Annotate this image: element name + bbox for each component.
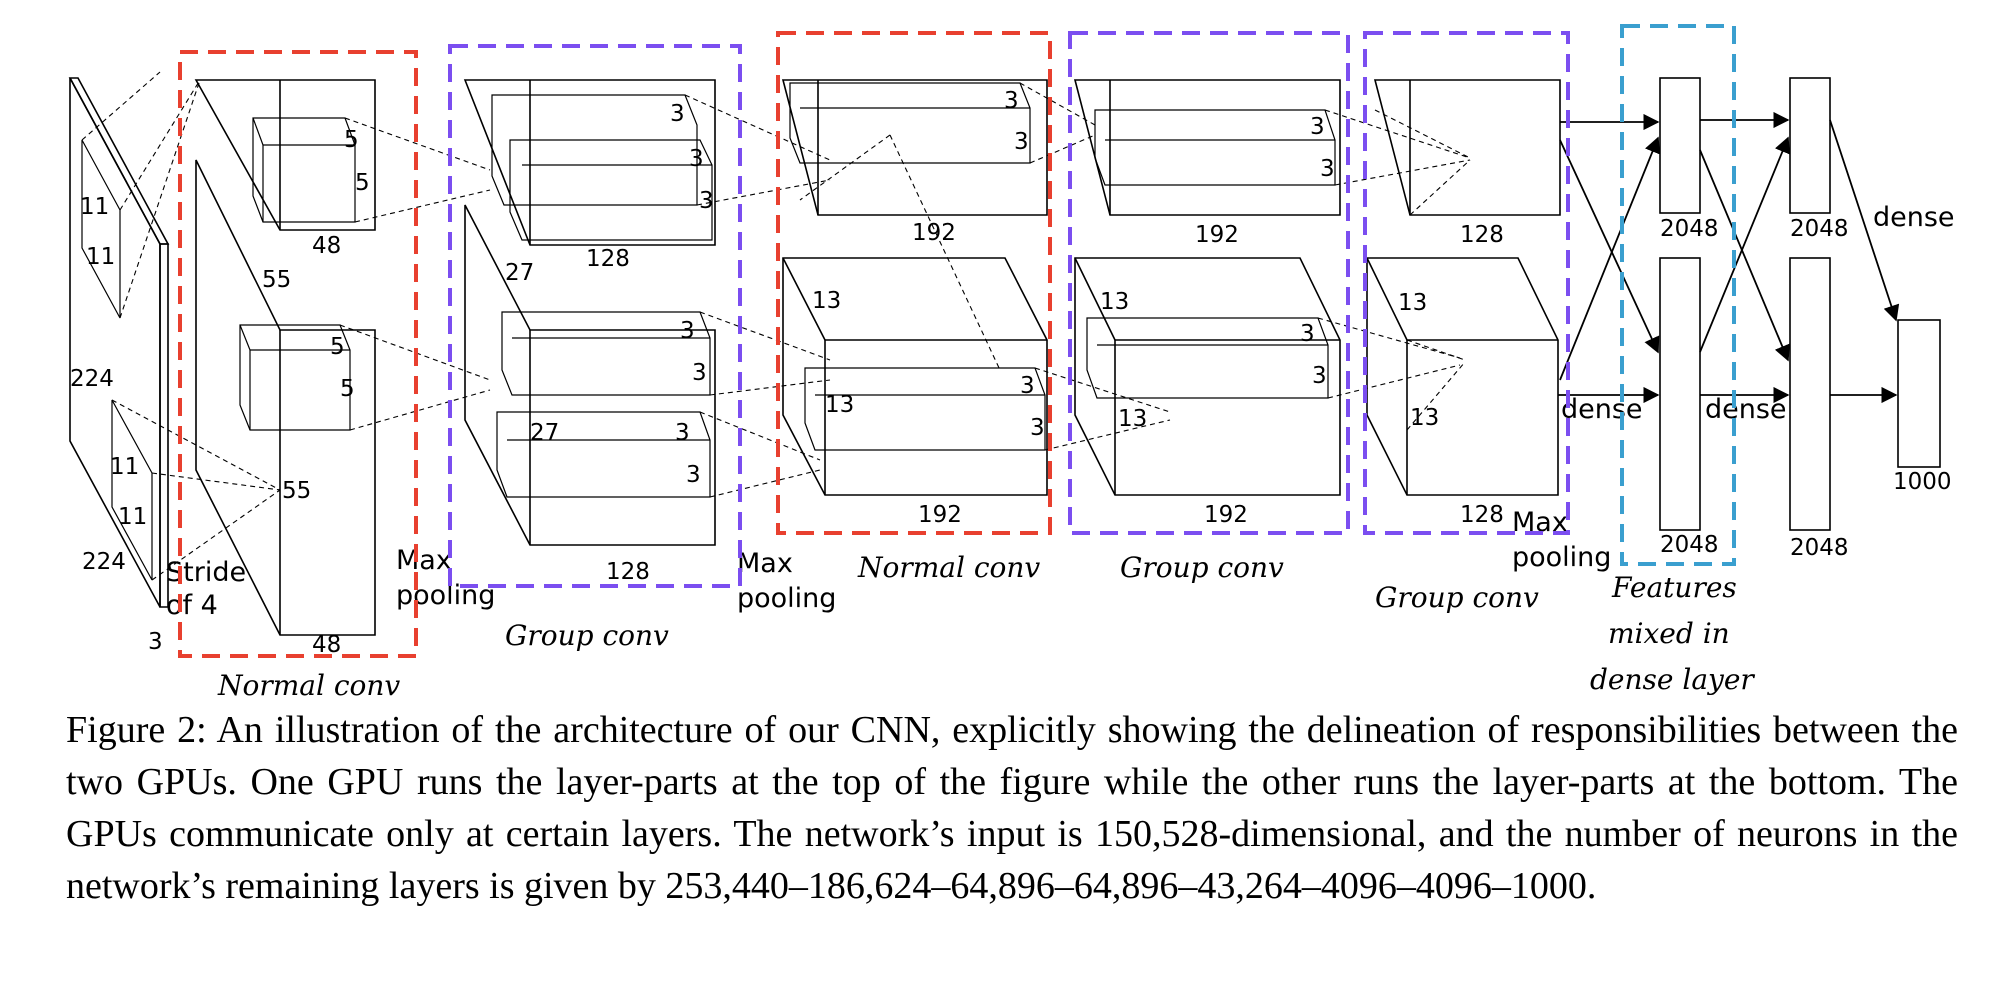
conv3-kernel-label: 3 — [1020, 373, 1035, 399]
conv3-depth-label: 192 — [912, 220, 956, 246]
normal-conv-box — [776, 31, 1052, 535]
conv5-depth-label: 128 — [1460, 502, 1504, 528]
fc2-size-label: 2048 — [1790, 216, 1849, 242]
conv1-kernel-label: 5 — [355, 170, 370, 196]
normal-conv-caption: Normal conv — [217, 669, 400, 700]
figure-caption: Figure 2: An illustration of the archite… — [66, 709, 1958, 907]
features-mixed-caption: mixed in — [1608, 617, 1730, 650]
features-mixed-box — [1620, 24, 1736, 566]
features-mixed-caption: dense layer — [1590, 663, 1755, 696]
max-pooling-label: Max — [396, 545, 452, 576]
dense-label: dense — [1561, 394, 1643, 425]
features-mixed-caption: Features — [1611, 571, 1737, 604]
conv4-volume — [1073, 79, 1471, 496]
conv2-depth-label: 128 — [586, 246, 630, 272]
conv1-kernel-label: 5 — [330, 334, 345, 360]
conv2-kernel-label: 3 — [689, 146, 704, 172]
conv4-depth-label: 192 — [1204, 502, 1248, 528]
conv3-kernel-label: 3 — [1030, 415, 1045, 441]
fc1-size-label: 2048 — [1660, 532, 1719, 558]
conv2-size-label: 27 — [530, 420, 559, 446]
conv2-depth-label: 128 — [606, 559, 650, 585]
conv1-volume — [194, 79, 491, 636]
conv3-depth-label: 192 — [918, 502, 962, 528]
input-kernel-width-label: 11 — [118, 504, 147, 530]
conv1-kernel-label: 5 — [340, 376, 355, 402]
input-height-label: 224 — [70, 366, 114, 392]
max-pooling-label: pooling — [1512, 542, 1611, 573]
conv3-kernel-label: 3 — [1014, 129, 1029, 155]
fc2-size-label: 2048 — [1790, 535, 1849, 561]
conv4-kernel-label: 3 — [1320, 156, 1335, 182]
conv5-volume — [1366, 79, 1561, 496]
conv2-kernel-label: 3 — [686, 462, 701, 488]
input-depth-label: 3 — [148, 629, 163, 655]
conv1-depth-label: 48 — [312, 632, 341, 658]
input-kernel-height-label: 11 — [110, 454, 139, 480]
input-width-label: 224 — [82, 549, 126, 575]
normal-conv-box — [178, 50, 418, 658]
conv3-size-label: 13 — [812, 288, 841, 314]
conv5-size-label: 13 — [1398, 290, 1427, 316]
group-conv-box — [1363, 31, 1570, 535]
conv1-size-label: 55 — [262, 267, 291, 293]
conv4-size-label: 13 — [1100, 289, 1129, 315]
conv1-size-label: 55 — [282, 478, 311, 504]
dense-layers — [1558, 77, 1941, 531]
conv3-kernel-label: 3 — [1004, 88, 1019, 114]
fc1-size-label: 2048 — [1660, 216, 1719, 242]
conv2-kernel-label: 3 — [692, 360, 707, 386]
conv4-kernel-label: 3 — [1312, 363, 1327, 389]
input-kernel-height-label: 11 — [80, 194, 109, 220]
dense-label: dense — [1873, 202, 1955, 233]
conv3-volume — [781, 79, 1171, 496]
conv2-kernel-label: 3 — [670, 101, 685, 127]
conv4-depth-label: 192 — [1195, 222, 1239, 248]
max-pooling-label: Max — [737, 548, 793, 579]
conv3-size-label: 13 — [825, 392, 854, 418]
max-pooling-label: pooling — [737, 583, 836, 614]
conv1-depth-label: 48 — [312, 233, 341, 259]
conv2-volume — [463, 79, 831, 546]
dense-label: dense — [1705, 394, 1787, 425]
conv4-size-label: 13 — [1118, 406, 1147, 432]
group-conv-caption: Group conv — [1120, 551, 1284, 584]
conv4-kernel-label: 3 — [1300, 321, 1315, 347]
cnn-architecture-diagram: 11 11 224 11 11 224 3 Stride of 4 5 5 48… — [68, 24, 1955, 700]
conv2-kernel-label: 3 — [675, 420, 690, 446]
conv5-depth-label: 128 — [1460, 222, 1504, 248]
group-conv-caption: Group conv — [505, 619, 669, 652]
max-pooling-label: pooling — [396, 580, 495, 611]
normal-conv-caption: Normal conv — [857, 551, 1040, 584]
group-conv-box — [1068, 31, 1350, 535]
conv1-kernel-label: 5 — [344, 127, 359, 153]
conv2-kernel-label: 3 — [680, 318, 695, 344]
group-conv-caption: Group conv — [1375, 581, 1539, 614]
input-kernel-width-label: 11 — [86, 244, 115, 270]
stride-label: of 4 — [166, 590, 218, 621]
conv2-size-label: 27 — [505, 260, 534, 286]
group-conv-box — [448, 44, 742, 588]
conv2-kernel-label: 3 — [699, 188, 714, 214]
output-size-label: 1000 — [1893, 469, 1952, 495]
input-volume — [68, 71, 281, 608]
conv4-kernel-label: 3 — [1310, 114, 1325, 140]
conv5-size-label: 13 — [1410, 405, 1439, 431]
